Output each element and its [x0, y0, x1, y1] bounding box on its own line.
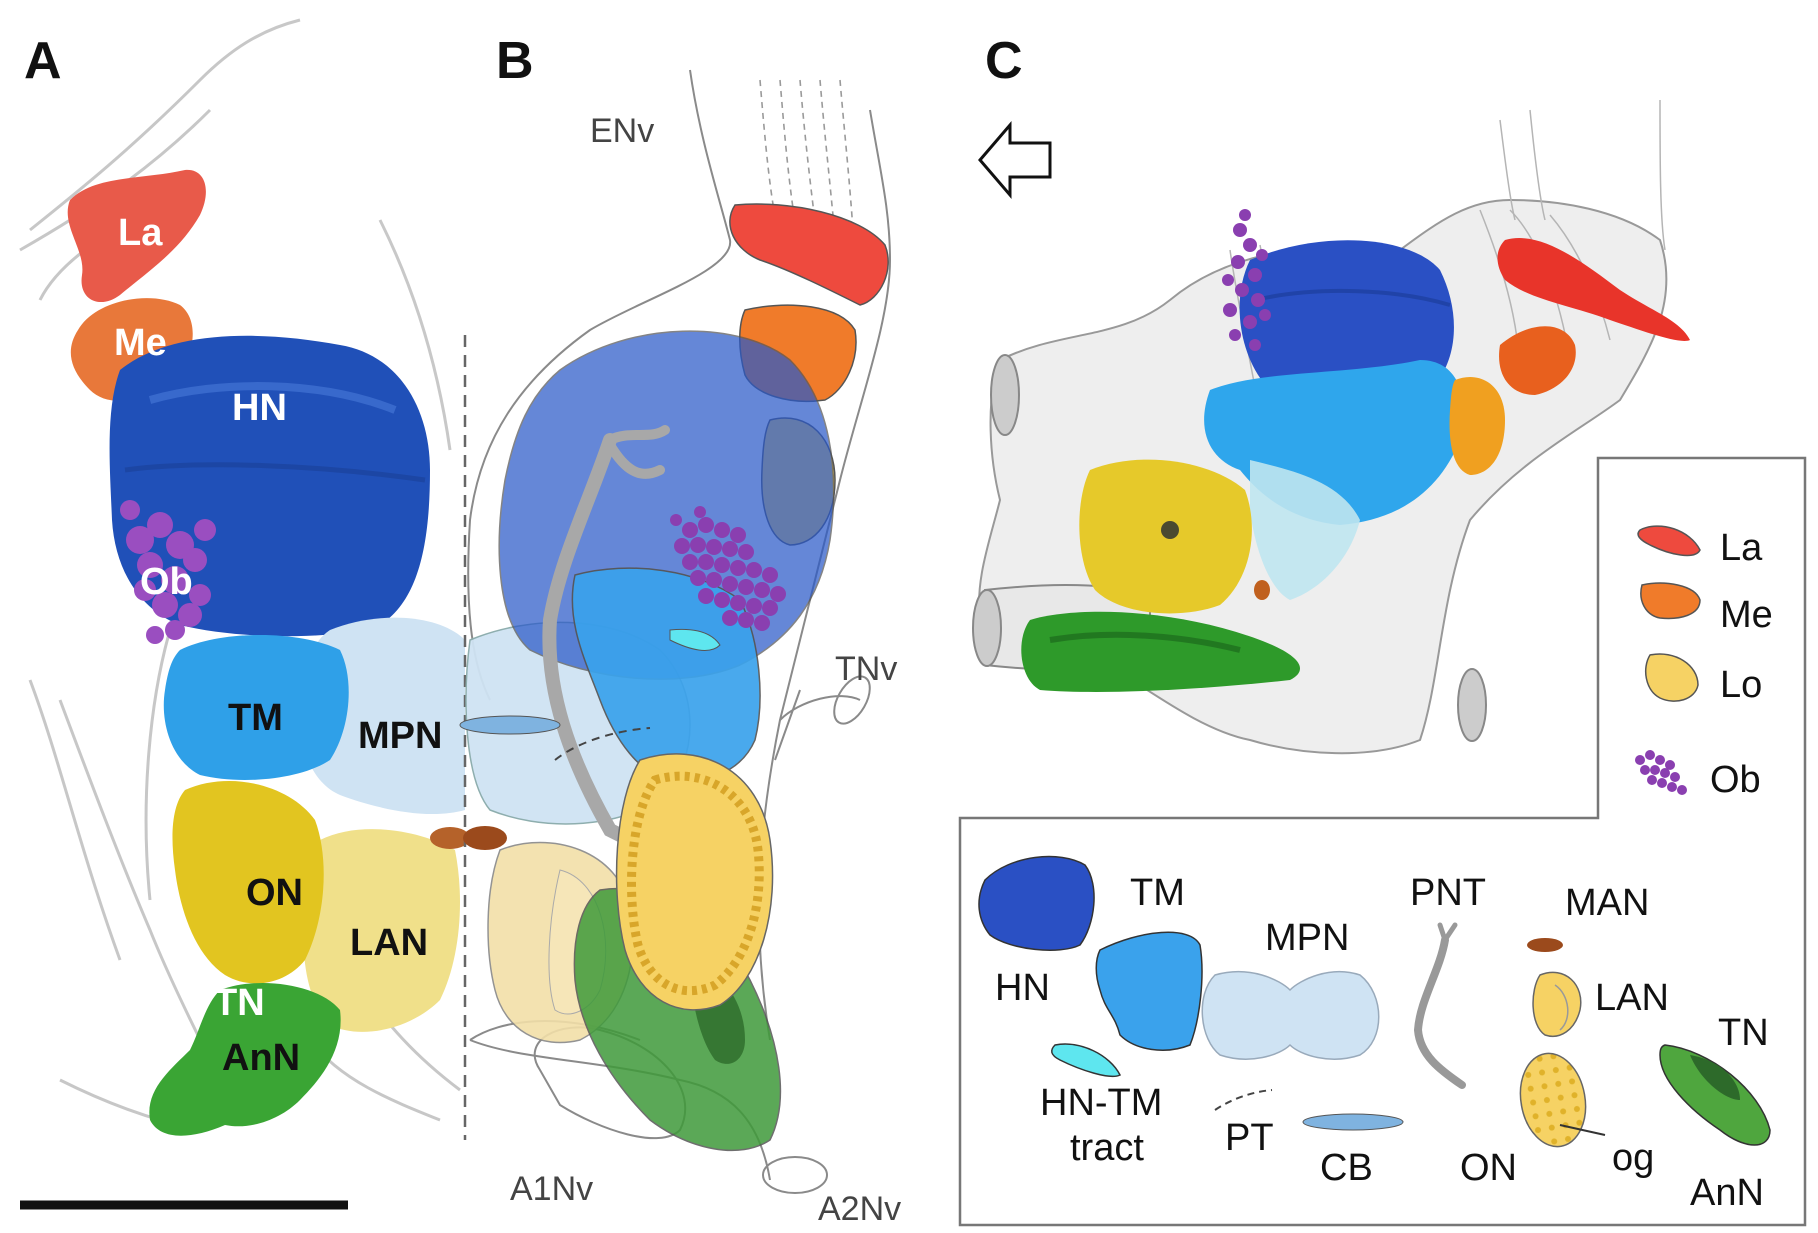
- panel-c-me-region: [1499, 326, 1576, 395]
- legend-la-label: La: [1720, 527, 1763, 569]
- panel-b-label-a2nv: A2Nv: [818, 1190, 901, 1228]
- legend-og-label: og: [1612, 1137, 1654, 1179]
- panel-b-on-region: [615, 753, 774, 1011]
- panel-b-hn-tm-tract: [669, 628, 721, 651]
- panel-b-label-env: ENv: [590, 112, 654, 150]
- panel-c-man-region: [1254, 580, 1270, 600]
- legend-tn-inner: [1690, 1055, 1740, 1100]
- legend-on-swatch: [1519, 1052, 1587, 1148]
- legend-hn-label: HN: [995, 967, 1050, 1009]
- legend-top: La Me Lo Ob: [1635, 525, 1773, 801]
- panel-b-pt: [554, 727, 651, 761]
- panel-b-on-glomeruli: [626, 771, 764, 996]
- legend-lan-label: LAN: [1595, 977, 1669, 1019]
- legend-on-label: ON: [1460, 1147, 1517, 1189]
- legend-pnt-label: PNT: [1410, 872, 1486, 914]
- legend-mpn-swatch: [1201, 970, 1380, 1060]
- panel-a-on-region: [172, 781, 324, 984]
- panel-b-letter: B: [496, 32, 534, 90]
- panel-a-label-la: La: [118, 212, 163, 254]
- panel-a: A La Me HN Ob TM MPN ON LAN TN AnN: [19, 18, 470, 1210]
- panel-c-on-pit: [1161, 521, 1179, 539]
- panel-a-label-mpn: MPN: [358, 715, 442, 757]
- panel-b: B ENv TNv A1Nv A2Nv: [459, 32, 901, 1228]
- legend-box: [958, 456, 1807, 1227]
- legend-tn-swatch: [1659, 1044, 1771, 1146]
- panel-a-letter: A: [24, 32, 62, 90]
- panel-b-man-region: [463, 826, 507, 850]
- legend-ob-label: Ob: [1710, 759, 1761, 801]
- panel-a-man-region: [430, 827, 470, 849]
- legend-pt-swatch: [1214, 1089, 1273, 1111]
- panel-b-label-a1nv: A1Nv: [510, 1170, 593, 1208]
- panel-b-ob-cluster: [670, 506, 786, 631]
- panel-a-tn-region: [149, 982, 341, 1136]
- legend-hn-tm-swatch: [1050, 1043, 1122, 1078]
- panel-b-la-region: [729, 203, 889, 306]
- panel-a-label-hn: HN: [232, 387, 287, 429]
- legend-mpn-label: MPN: [1265, 917, 1349, 959]
- panel-c-tn-dark: [1049, 631, 1241, 653]
- panel-b-pnt-branch: [605, 425, 670, 479]
- panel-b-label-tnv: TNv: [835, 650, 897, 688]
- legend-pt-label: PT: [1225, 1117, 1274, 1159]
- panel-a-label-ann: AnN: [222, 1037, 300, 1079]
- legend-og-pointer: [1559, 1124, 1606, 1136]
- legend-lan-swatch: [1532, 971, 1582, 1037]
- panel-b-pnt-tract: [542, 433, 657, 857]
- legend-la-swatch: [1637, 525, 1701, 557]
- anterior-arrow-icon: [978, 120, 1052, 200]
- panel-c-tn-region: [1021, 611, 1300, 692]
- legend-man-swatch: [1527, 938, 1563, 952]
- legend-ann-label: AnN: [1690, 1172, 1764, 1214]
- panel-c: C: [958, 32, 1807, 1227]
- panel-c-la-region: [1497, 238, 1690, 341]
- panel-c-right-tube-cap: [1457, 668, 1487, 742]
- panel-c-left-tube-cap: [990, 354, 1020, 436]
- panel-c-hn-band: [1254, 288, 1451, 307]
- legend-lan-inner: [1554, 984, 1569, 1031]
- legend-me-swatch: [1640, 582, 1701, 620]
- legend-me-label: Me: [1720, 594, 1773, 636]
- legend-pnt-swatch: [1413, 936, 1466, 1089]
- panel-a-ob-cluster: [120, 500, 216, 644]
- legend-tm-label: TM: [1130, 872, 1185, 914]
- panel-c-bottom-tube-cap: [972, 589, 1002, 667]
- legend-lo-swatch: [1644, 653, 1699, 702]
- legend-cb-swatch: [1302, 1113, 1404, 1131]
- legend-lo-label: Lo: [1720, 664, 1762, 706]
- panel-a-hn-band: [124, 462, 426, 483]
- panel-a-background-strands: [19, 18, 461, 1132]
- legend-tn-label: TN: [1718, 1012, 1769, 1054]
- panel-a-label-on: ON: [246, 872, 303, 914]
- legend-ob-swatch: [1635, 750, 1687, 795]
- legend-tm-swatch: [1095, 931, 1203, 1051]
- panel-a-hn-highlight: [148, 382, 397, 414]
- panel-a-label-tm: TM: [228, 697, 283, 739]
- legend-cb-label: CB: [1320, 1147, 1373, 1189]
- panel-c-mpn-region: [1250, 460, 1360, 600]
- panel-c-ob-cluster: [1222, 209, 1271, 351]
- panel-a-label-lan: LAN: [350, 922, 428, 964]
- panel-a-label-ob: Ob: [140, 561, 193, 603]
- panel-c-letter: C: [985, 32, 1023, 90]
- panel-a-label-tn: TN: [214, 982, 265, 1024]
- legend-bottom: HN TM MPN PNT MAN LAN TN AnN HN-T: [978, 855, 1771, 1214]
- panel-a-la-region: [67, 169, 206, 303]
- legend-hn-swatch: [978, 855, 1095, 951]
- panel-a-tm-region: [163, 635, 349, 780]
- panel-c-lo-region: [1449, 376, 1505, 475]
- legend-hn-tm-label-line1: HN-TM: [1040, 1082, 1162, 1124]
- panel-a-label-me: Me: [114, 322, 167, 364]
- panel-a-lan-region: [303, 829, 460, 1032]
- legend-pnt-branch: [1437, 922, 1458, 943]
- legend-hn-tm-label-line2: tract: [1070, 1127, 1144, 1169]
- panel-b-cb: [459, 715, 561, 735]
- legend-man-label: MAN: [1565, 882, 1649, 924]
